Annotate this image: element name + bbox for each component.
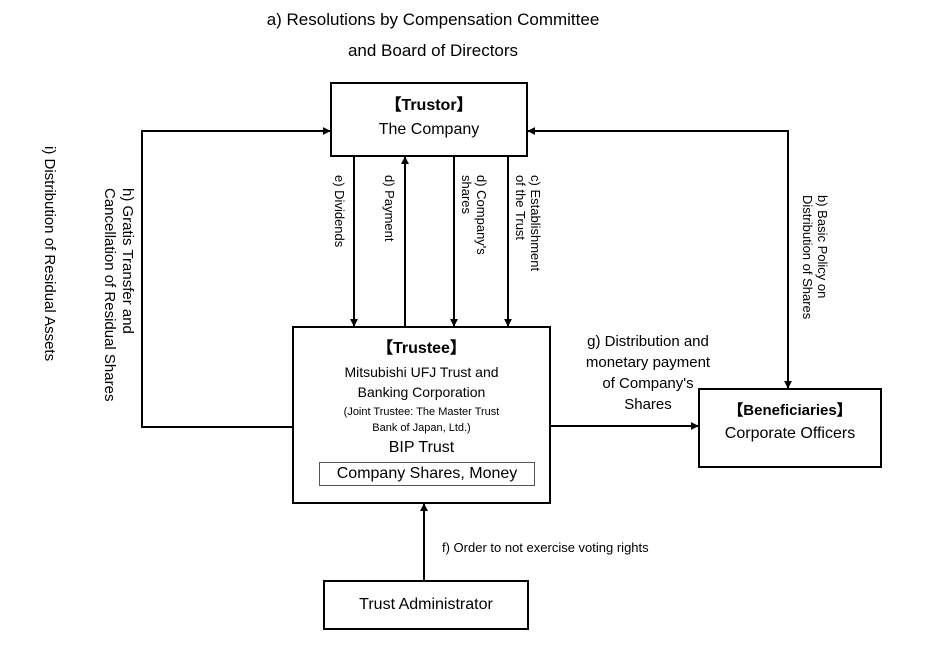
trust-assets-box: Company Shares, Money bbox=[319, 462, 535, 486]
label-i-residual-assets: i) Distribution of Residual Assets bbox=[41, 146, 58, 362]
label-b-basic-policy: b) Basic Policy on Distribution of Share… bbox=[799, 195, 830, 320]
label-h-gratis-transfer: h) Gratis Transfer and Cancellation of R… bbox=[101, 188, 136, 402]
arrow-b-basic-policy bbox=[528, 130, 792, 389]
label-f-order: f) Order to not exercise voting rights bbox=[442, 540, 649, 555]
header-line-2: and Board of Directors bbox=[347, 41, 519, 60]
beneficiaries-name: Corporate Officers bbox=[724, 425, 856, 442]
trustor-title: 【Trustor】 bbox=[385, 97, 473, 114]
trustor-box: 【Trustor】 The Company bbox=[330, 82, 528, 157]
label-d-company-shares: d) Company's shares bbox=[458, 175, 489, 255]
arrow-h-i-return bbox=[141, 127, 331, 428]
trust-administrator-box: Trust Administrator bbox=[323, 580, 529, 630]
header-line-1: a) Resolutions by Compensation Committee bbox=[266, 10, 600, 29]
label-d-payment: d) Payment bbox=[382, 175, 397, 242]
trust-administrator-name: Trust Administrator bbox=[359, 596, 493, 613]
label-c-establishment: c) Establishment of the Trust bbox=[512, 175, 543, 272]
trustee-title: 【Trustee】 bbox=[377, 340, 466, 357]
trustee-joint-line-1: (Joint Trustee: The Master Trust bbox=[343, 406, 500, 418]
beneficiaries-title: 【Beneficiaries】 bbox=[728, 402, 852, 419]
trustee-joint-line-2: Bank of Japan, Ltd.) bbox=[372, 422, 471, 434]
trustee-name-line-1: Mitsubishi UFJ Trust and bbox=[344, 364, 499, 380]
beneficiaries-box: 【Beneficiaries】 Corporate Officers bbox=[698, 388, 882, 468]
trustor-name: The Company bbox=[378, 121, 480, 138]
label-e-dividends: e) Dividends bbox=[332, 175, 347, 248]
trustee-name-line-2: Banking Corporation bbox=[357, 384, 486, 400]
trustee-box: 【Trustee】 Mitsubishi UFJ Trust and Banki… bbox=[292, 326, 551, 504]
trust-name: BIP Trust bbox=[388, 439, 455, 456]
label-g-distribution: g) Distribution and monetary payment of … bbox=[585, 333, 711, 413]
